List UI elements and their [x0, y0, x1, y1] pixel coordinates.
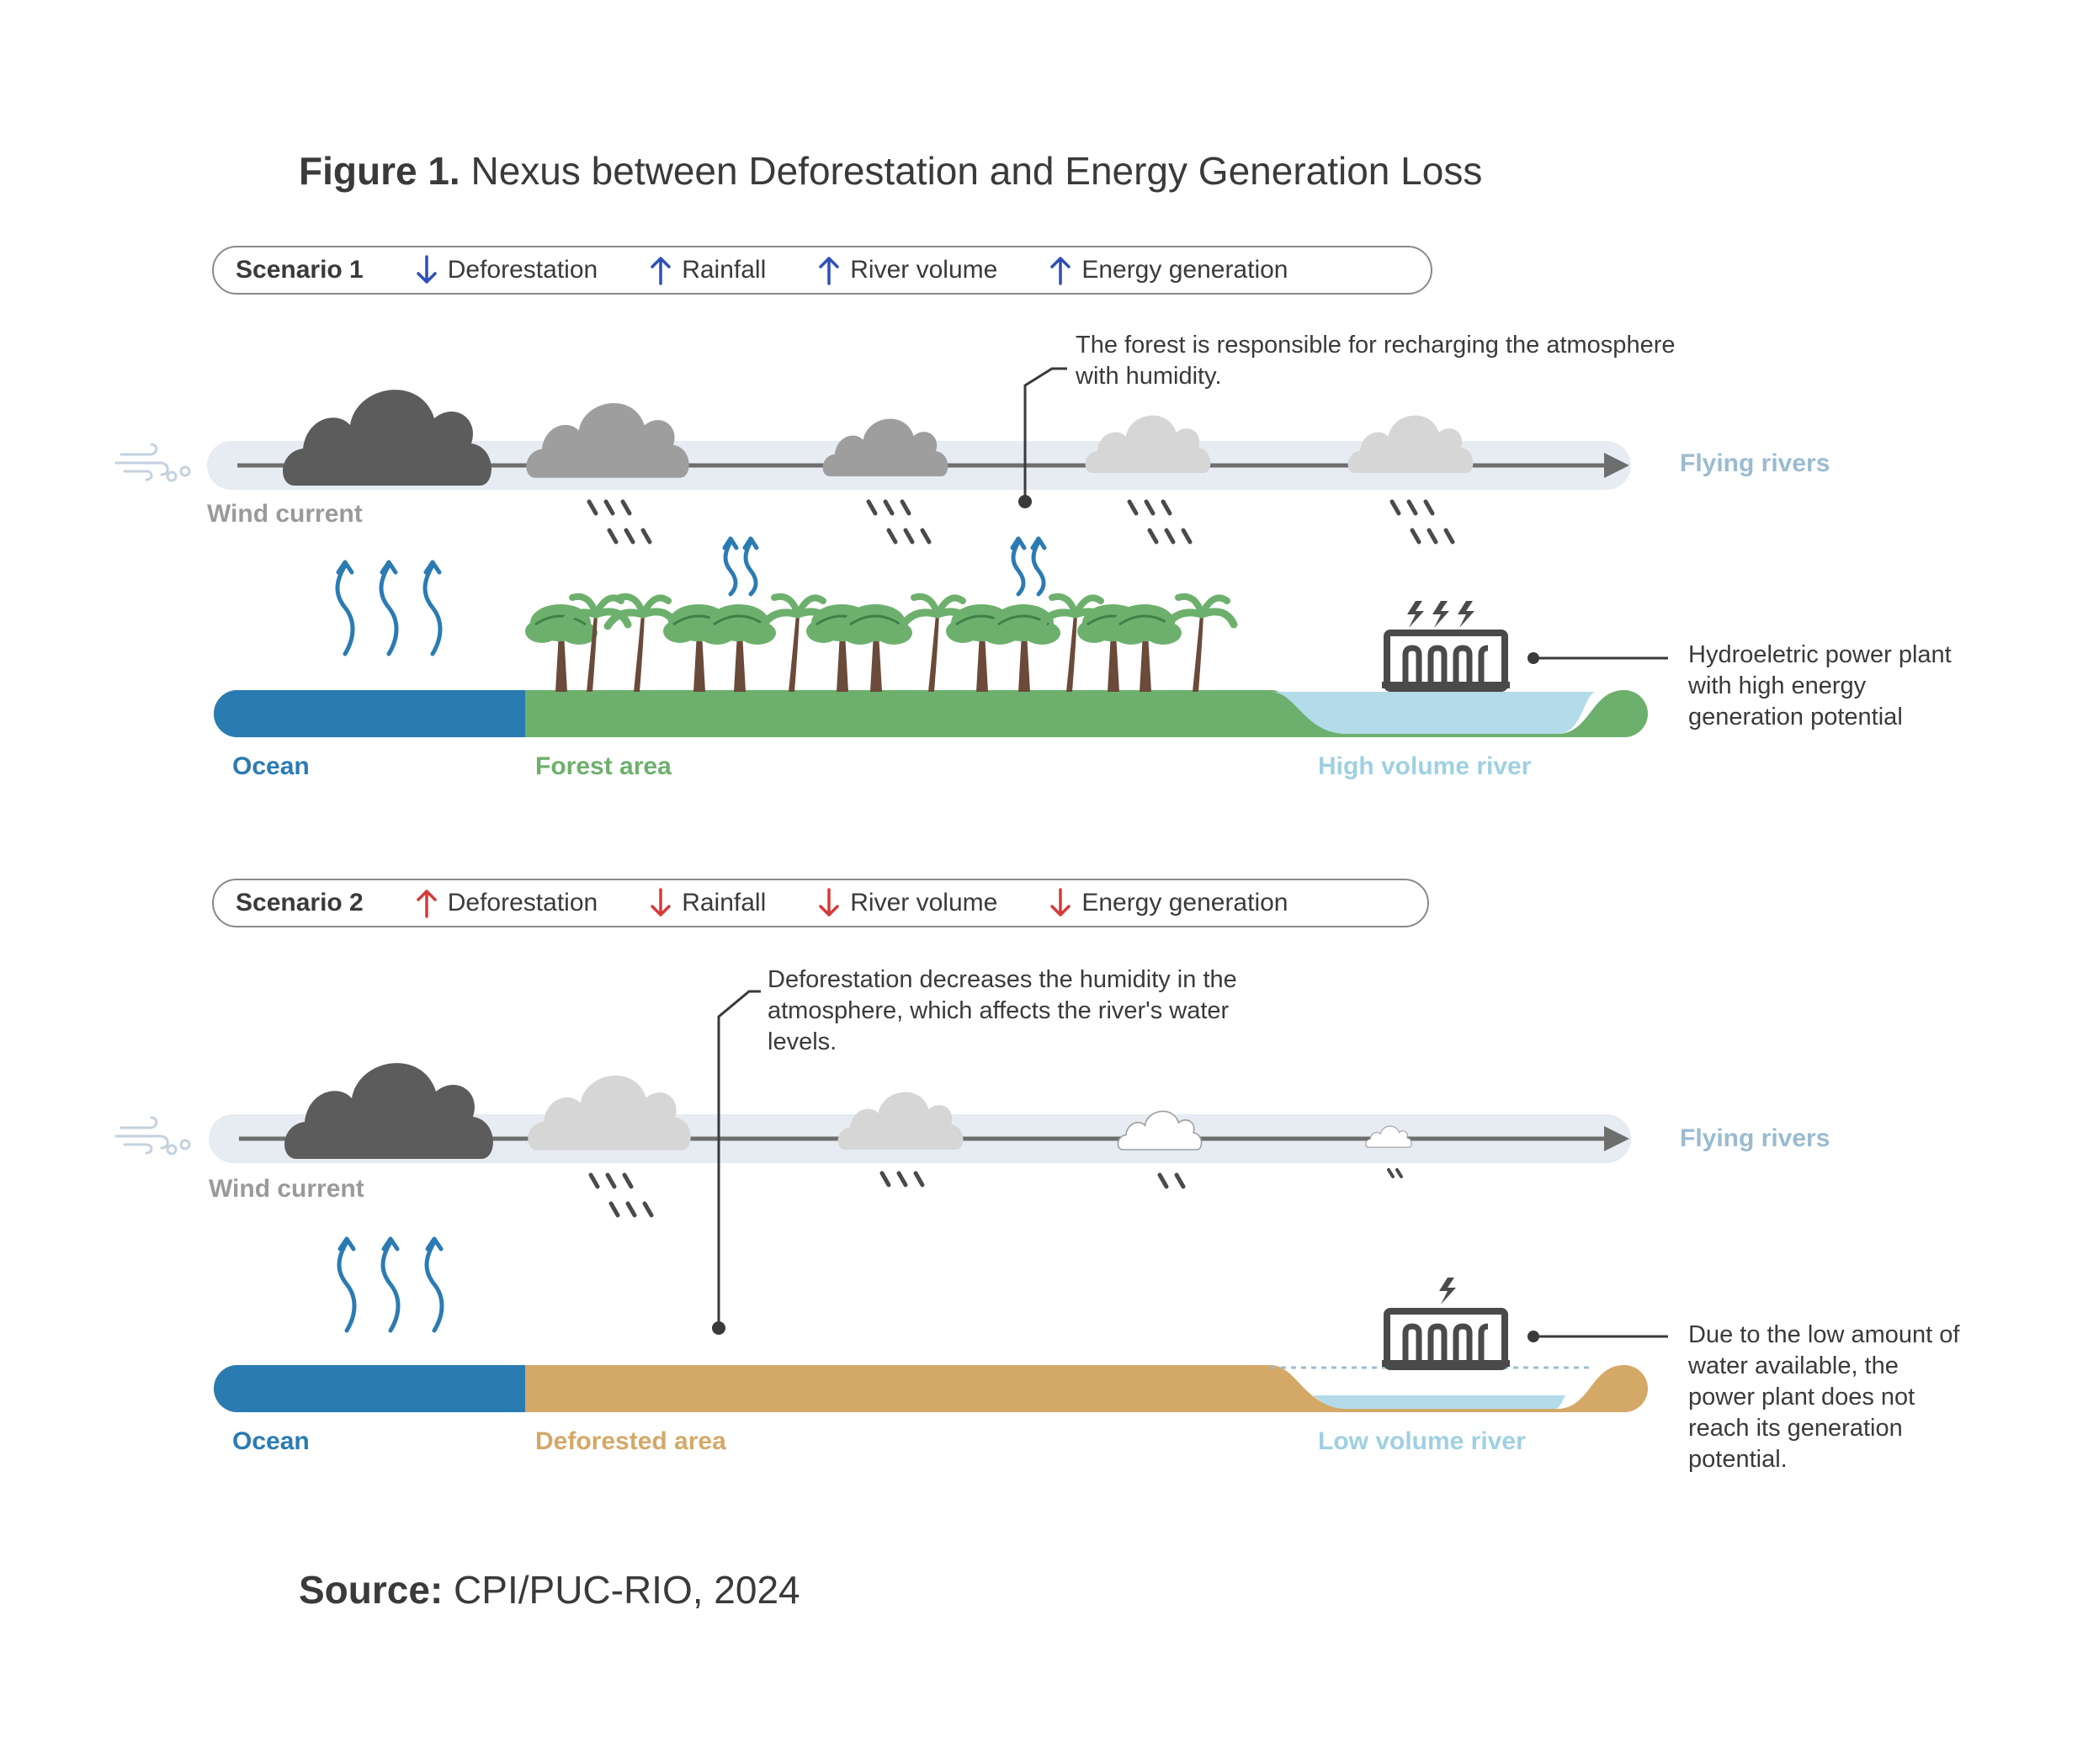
- scenario2-callout: Deforestation decreases the humidity in …: [768, 966, 1237, 1055]
- ocean-label: Ocean: [232, 752, 310, 780]
- ocean: [214, 690, 525, 737]
- arrow-up-icon: [1050, 257, 1071, 285]
- callout-leader-line: [1023, 367, 1067, 502]
- deforested-area-label: Deforested area: [535, 1427, 726, 1455]
- legend-item-deforestation: Deforestation: [416, 255, 598, 285]
- figure-title-bold: Figure 1.: [299, 149, 460, 193]
- dark-cloud-icon: [283, 390, 491, 486]
- rain-icon: [589, 502, 1453, 542]
- hydro-plant-icon: [1382, 633, 1510, 688]
- arrow-down-icon: [1050, 888, 1071, 917]
- wind-icon: [114, 443, 191, 482]
- light-cloud-icon: [528, 1075, 691, 1150]
- deforested-ground: [214, 1365, 1648, 1412]
- energy-bolt-icon: [1439, 1278, 1456, 1304]
- legend-item-river-volume: River volume: [818, 888, 997, 918]
- scenario1-callout: The forest is responsible for recharging…: [1076, 332, 1676, 390]
- scenario2-legend: Scenario 2 Deforestation Rainfall River …: [212, 879, 1429, 927]
- forest-area-label: Forest area: [535, 752, 672, 780]
- figure-title: Figure 1. Nexus between Deforestation an…: [299, 148, 1482, 194]
- scenario1-plant-note: Hydroeletric power plant with high energ…: [1688, 641, 1952, 731]
- source-text: CPI/PUC-RIO, 2024: [443, 1568, 800, 1612]
- scenario2-plant-note: Due to the low amount of water available…: [1688, 1321, 1960, 1473]
- arrow-down-icon: [651, 888, 671, 917]
- light-cloud-icon: [837, 1092, 964, 1150]
- legend-item-rainfall: Rainfall: [650, 255, 766, 285]
- scenario2-label: Scenario 2: [236, 889, 364, 917]
- wind-current-label: Wind current: [207, 500, 363, 528]
- ocean-label: Ocean: [232, 1427, 310, 1455]
- low-volume-river: [1313, 1395, 1565, 1409]
- legend-item-deforestation: Deforestation: [416, 888, 598, 918]
- hydro-plant-icon: [1382, 1311, 1510, 1367]
- arrow-down-icon: [417, 255, 437, 284]
- energy-bolts-icon: [1407, 601, 1474, 628]
- light-cloud-icon: [1347, 415, 1474, 473]
- flying-rivers-label: Flying rivers: [1680, 449, 1830, 477]
- ocean: [214, 1365, 525, 1412]
- dark-cloud-icon: [284, 1063, 493, 1159]
- legend-item-energy-generation: Energy generation: [1049, 255, 1288, 285]
- scenario1-scene: [114, 367, 1668, 737]
- low-volume-river-label: Low volume river: [1318, 1427, 1526, 1455]
- mid-cloud-icon: [526, 402, 689, 478]
- mid-cloud-icon: [822, 418, 948, 476]
- arrow-up-icon: [417, 890, 437, 918]
- arrow-up-icon: [651, 257, 671, 285]
- scenario1-legend: Scenario 1 Deforestation Rainfall River …: [212, 246, 1432, 295]
- forest-ground: [214, 690, 1648, 737]
- source-line: Source: CPI/PUC-RIO, 2024: [299, 1567, 800, 1613]
- light-cloud-icon: [1085, 415, 1211, 473]
- arrow-down-icon: [819, 888, 839, 917]
- flying-rivers-label: Flying rivers: [1680, 1124, 1830, 1152]
- humidity-arrows-icon: [339, 1239, 442, 1331]
- legend-item-rainfall: Rainfall: [650, 888, 766, 918]
- source-label: Source:: [299, 1568, 444, 1612]
- wind-icon: [114, 1116, 191, 1156]
- wind-current-label: Wind current: [209, 1175, 364, 1203]
- arrow-up-icon: [819, 257, 839, 285]
- high-volume-river-label: High volume river: [1318, 752, 1532, 780]
- figure-title-text: Nexus between Deforestation and Energy G…: [460, 149, 1483, 193]
- rain-icon: [591, 1168, 1403, 1215]
- high-volume-river: [1271, 692, 1595, 734]
- scenario1-label: Scenario 1: [236, 256, 364, 284]
- legend-item-river-volume: River volume: [818, 255, 997, 285]
- scenario2-scene: [114, 990, 1668, 1412]
- callout-leader-line: [717, 990, 761, 1328]
- legend-item-energy-generation: Energy generation: [1049, 888, 1288, 918]
- forest-trees: [523, 597, 1234, 692]
